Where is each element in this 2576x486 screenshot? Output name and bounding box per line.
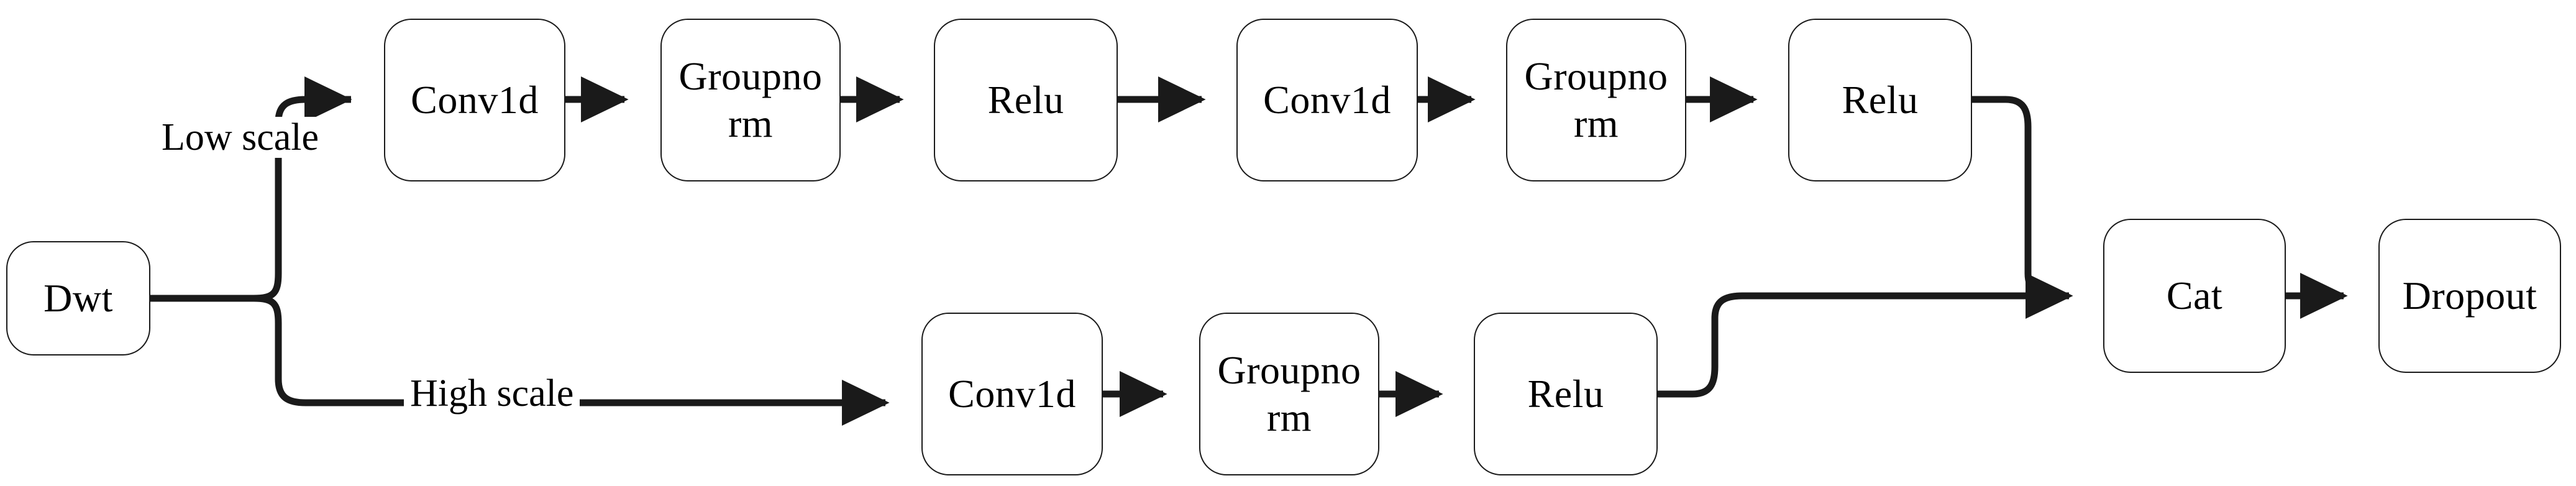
- node-dropout[interactable]: Dropout: [2378, 219, 2561, 373]
- node-dwt-label: Dwt: [43, 276, 113, 321]
- edge-label-low-scale: Low scale: [155, 117, 326, 158]
- node-top-relu-2-label: Relu: [1842, 78, 1919, 122]
- wire-t-relu2-to-cat: [1972, 96, 2056, 300]
- wire-split-down: [253, 295, 282, 373]
- node-top-groupnorm-1-label: Groupno rm: [678, 54, 823, 145]
- node-bottom-conv1d-label: Conv1d: [948, 372, 1076, 416]
- node-top-groupnorm-2[interactable]: Groupno rm: [1506, 19, 1686, 181]
- node-cat[interactable]: Cat: [2103, 219, 2286, 373]
- node-bottom-relu[interactable]: Relu: [1474, 313, 1658, 475]
- node-dwt[interactable]: Dwt: [6, 241, 150, 355]
- node-top-relu-1-label: Relu: [987, 78, 1064, 122]
- node-bottom-conv1d[interactable]: Conv1d: [921, 313, 1103, 475]
- node-cat-label: Cat: [2166, 273, 2223, 318]
- node-dropout-label: Dropout: [2402, 273, 2537, 318]
- node-bottom-groupnorm[interactable]: Groupno rm: [1199, 313, 1379, 475]
- edge-label-high-scale: High scale: [404, 373, 580, 414]
- node-top-conv1d-1-label: Conv1d: [411, 78, 539, 122]
- node-top-conv1d-2[interactable]: Conv1d: [1236, 19, 1418, 181]
- node-top-conv1d-1[interactable]: Conv1d: [384, 19, 565, 181]
- node-top-relu-2[interactable]: Relu: [1788, 19, 1972, 181]
- node-bottom-groupnorm-label: Groupno rm: [1217, 348, 1361, 439]
- node-bottom-relu-label: Relu: [1527, 372, 1604, 416]
- wire-b-relu1-to-cat: [1658, 273, 2073, 398]
- node-top-conv1d-2-label: Conv1d: [1263, 78, 1391, 122]
- wire-high-scale-drop: [275, 373, 890, 426]
- wire-split-up: [253, 155, 282, 302]
- node-top-groupnorm-1[interactable]: Groupno rm: [660, 19, 841, 181]
- node-top-relu-1[interactable]: Relu: [934, 19, 1118, 181]
- node-top-groupnorm-2-label: Groupno rm: [1524, 54, 1668, 145]
